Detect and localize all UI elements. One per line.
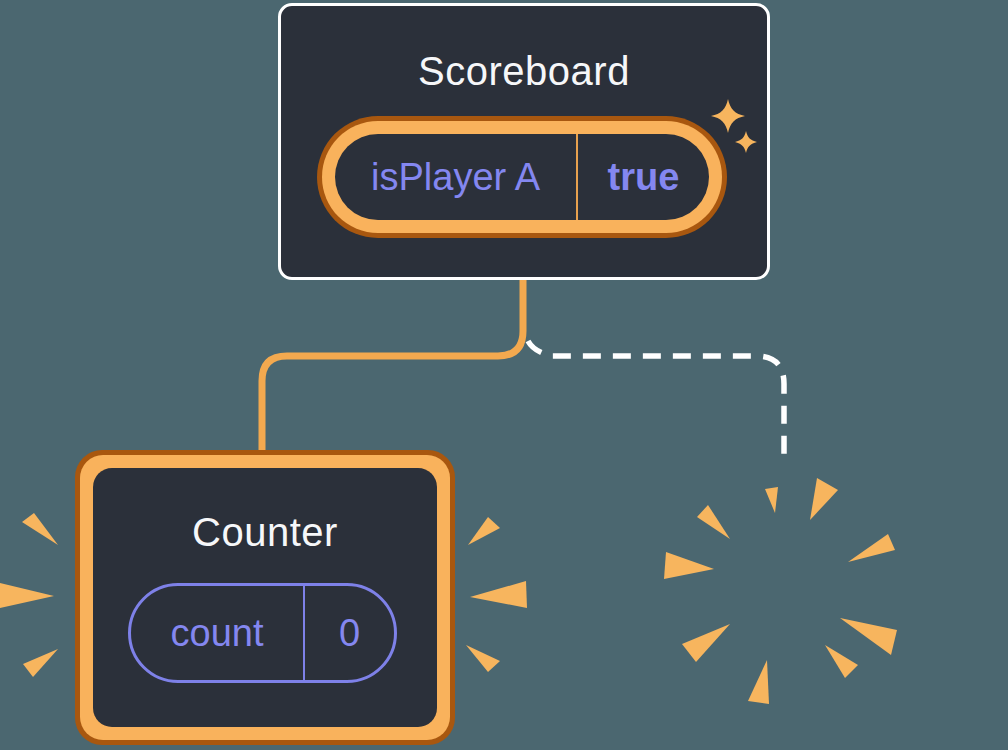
sparkles-icon <box>711 99 757 153</box>
sparkle-small <box>735 131 757 153</box>
sparkle-large <box>711 99 745 133</box>
